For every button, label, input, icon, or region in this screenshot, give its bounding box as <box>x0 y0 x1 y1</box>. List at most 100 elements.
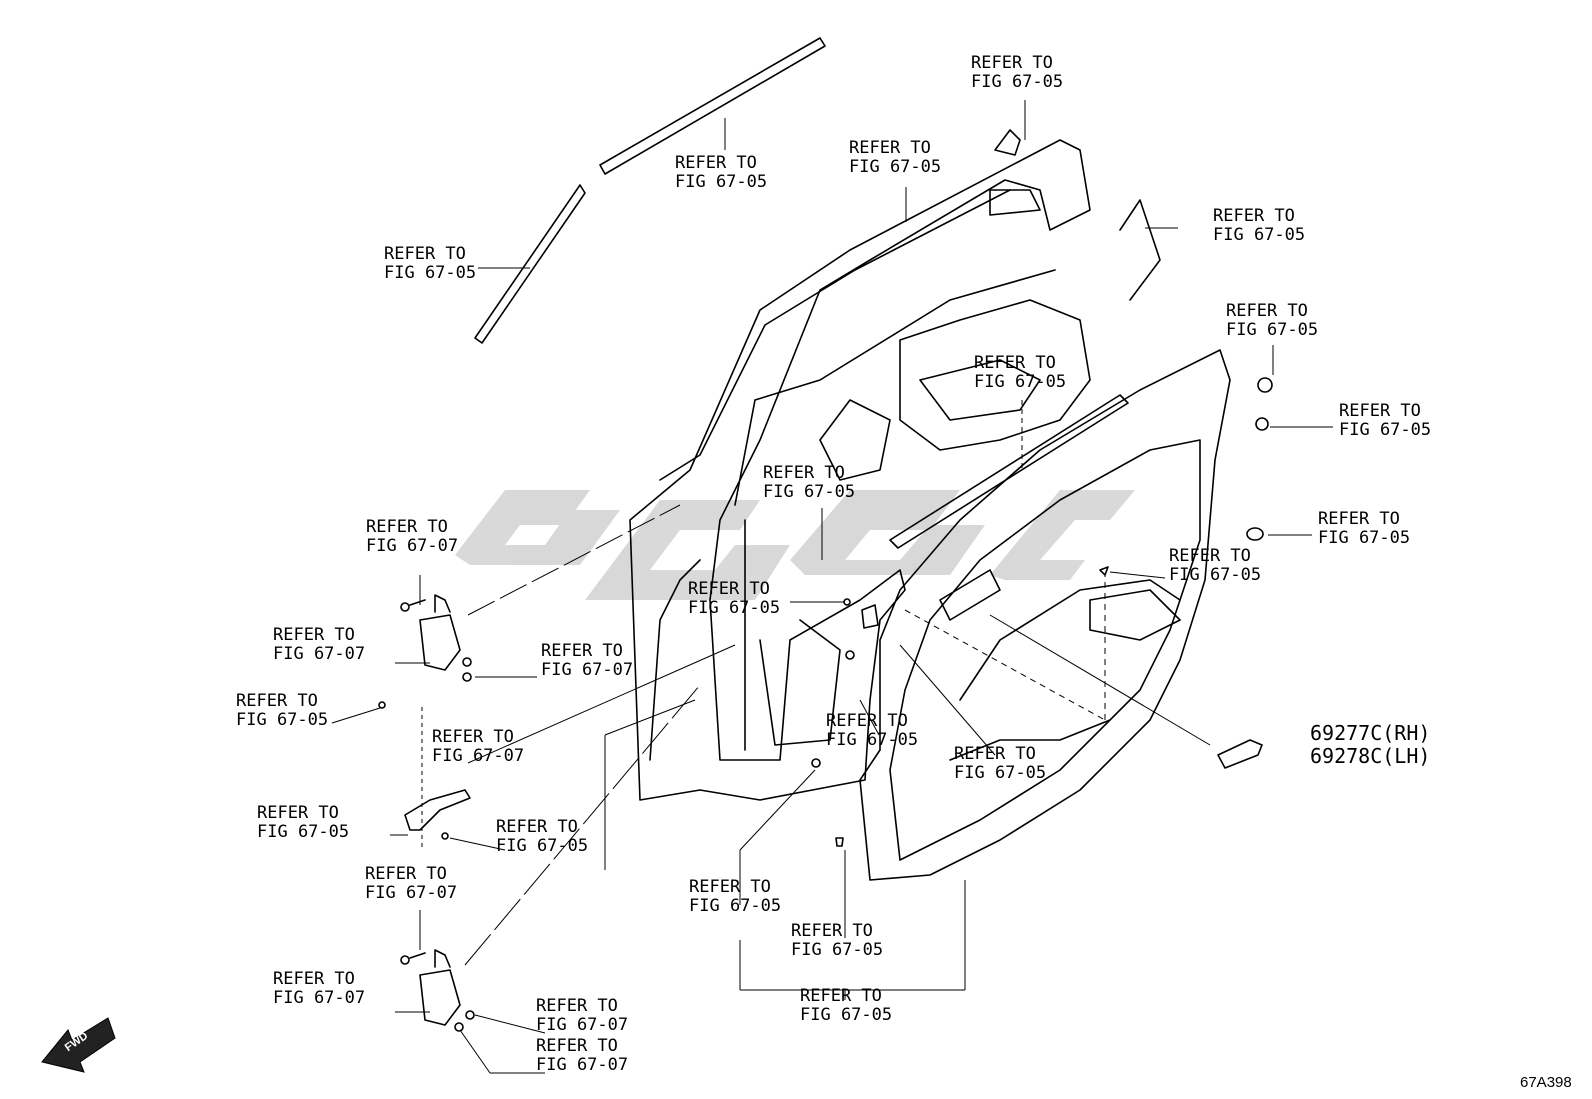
callout-refer-to[interactable]: REFER TO FIG 67-05 <box>384 245 476 283</box>
part-number-lh: 69278C(LH) <box>1310 744 1431 768</box>
callout-fig: FIG 67-05 <box>849 157 942 177</box>
callout-refer-to[interactable]: REFER TO FIG 67-05 <box>1213 207 1305 245</box>
callout-fig: FIG 67-05 <box>791 940 884 960</box>
callout-line1: REFER TO <box>791 921 873 941</box>
callout-fig: FIG 67-07 <box>432 746 525 766</box>
callout-line1: REFER TO <box>1318 509 1400 529</box>
callout-line1: REFER TO <box>432 727 514 747</box>
door-frame <box>629 129 1091 801</box>
leader-lines <box>331 100 1333 1074</box>
callout-fig: FIG 67-07 <box>273 988 366 1008</box>
callout-line1: REFER TO <box>384 244 466 264</box>
fasteners <box>378 377 1273 1032</box>
callout-line1: REFER TO <box>800 986 882 1006</box>
callout-fig: FIG 67-05 <box>971 72 1064 92</box>
door-weatherstrip <box>1119 199 1161 301</box>
callout-refer-to[interactable]: REFER TO FIG 67-05 <box>688 580 780 618</box>
callout-fig: FIG 67-05 <box>689 896 782 916</box>
callout-line1: REFER TO <box>536 996 618 1016</box>
callout-refer-to[interactable]: REFER TO FIG 67-05 <box>1226 302 1318 340</box>
callout-line1: REFER TO <box>974 353 1056 373</box>
callout-refer-to[interactable]: REFER TO FIG 67-05 <box>971 54 1063 92</box>
callout-refer-to[interactable]: REFER TO FIG 67-07 <box>365 865 457 903</box>
upper-hinge <box>400 594 461 671</box>
callout-refer-to[interactable]: REFER TO FIG 67-07 <box>273 970 365 1008</box>
callout-line1: REFER TO <box>273 625 355 645</box>
callout-line1: REFER TO <box>1213 206 1295 226</box>
callout-line1: REFER TO <box>1169 546 1251 566</box>
callout-refer-to[interactable]: REFER TO FIG 67-05 <box>675 154 767 192</box>
part-number-label[interactable]: 69277C(RH) 69278C(LH) <box>1310 722 1430 768</box>
callout-refer-to[interactable]: REFER TO FIG 67-05 <box>826 712 918 750</box>
callout-refer-to[interactable]: REFER TO FIG 67-07 <box>541 642 633 680</box>
callout-fig: FIG 67-05 <box>974 372 1067 392</box>
callout-line1: REFER TO <box>675 153 757 173</box>
callout-refer-to[interactable]: REFER TO FIG 67-07 <box>536 1037 628 1075</box>
callout-refer-to[interactable]: REFER TO FIG 67-05 <box>763 464 855 502</box>
callout-fig: FIG 67-07 <box>536 1015 629 1035</box>
belt-moulding-strip <box>599 37 826 175</box>
callout-refer-to[interactable]: REFER TO FIG 67-05 <box>1169 547 1261 585</box>
callout-refer-to[interactable]: REFER TO FIG 67-07 <box>273 626 365 664</box>
callout-line1: REFER TO <box>763 463 845 483</box>
callout-fig: FIG 67-05 <box>257 822 350 842</box>
callout-refer-to[interactable]: REFER TO FIG 67-05 <box>954 745 1046 783</box>
callout-fig: FIG 67-05 <box>800 1005 893 1025</box>
callout-refer-to[interactable]: REFER TO FIG 67-05 <box>257 804 349 842</box>
callout-refer-to[interactable]: REFER TO FIG 67-05 <box>236 692 328 730</box>
callout-refer-to[interactable]: REFER TO FIG 67-05 <box>496 818 588 856</box>
callout-refer-to[interactable]: REFER TO FIG 67-07 <box>366 518 458 556</box>
callout-line1: REFER TO <box>257 803 339 823</box>
callout-line1: REFER TO <box>826 711 908 731</box>
callout-line1: REFER TO <box>1226 301 1308 321</box>
callout-fig: FIG 67-05 <box>1213 225 1306 245</box>
callout-fig: FIG 67-07 <box>541 660 634 680</box>
callout-line1: REFER TO <box>954 744 1036 764</box>
callout-fig: FIG 67-07 <box>273 644 366 664</box>
callout-fig: FIG 67-05 <box>1339 420 1432 440</box>
figure-code: 67A398 <box>1520 1074 1572 1091</box>
callout-refer-to[interactable]: REFER TO FIG 67-05 <box>689 878 781 916</box>
callout-fig: FIG 67-07 <box>366 536 459 556</box>
callout-refer-to[interactable]: REFER TO FIG 67-05 <box>791 922 883 960</box>
front-channel-strip <box>474 184 586 344</box>
callout-refer-to[interactable]: REFER TO FIG 67-05 <box>974 354 1066 392</box>
watermark-logo <box>455 490 1135 600</box>
callout-fig: FIG 67-05 <box>236 710 329 730</box>
callout-line1: REFER TO <box>971 53 1053 73</box>
callout-refer-to[interactable]: REFER TO FIG 67-07 <box>536 997 628 1035</box>
callout-line1: REFER TO <box>365 864 447 884</box>
part-number-rh: 69277C(RH) <box>1310 721 1431 745</box>
callout-fig: FIG 67-07 <box>536 1055 629 1075</box>
callout-line1: REFER TO <box>496 817 578 837</box>
callout-line1: REFER TO <box>849 138 931 158</box>
callout-line1: REFER TO <box>366 517 448 537</box>
callout-fig: FIG 67-05 <box>1318 528 1411 548</box>
callout-fig: FIG 67-05 <box>384 263 477 283</box>
callout-line1: REFER TO <box>236 691 318 711</box>
callout-fig: FIG 67-07 <box>365 883 458 903</box>
callout-fig: FIG 67-05 <box>763 482 856 502</box>
callout-fig: FIG 67-05 <box>688 598 781 618</box>
callout-line1: REFER TO <box>688 579 770 599</box>
callout-line1: REFER TO <box>273 969 355 989</box>
callout-fig: FIG 67-05 <box>826 730 919 750</box>
callout-fig: FIG 67-05 <box>1226 320 1319 340</box>
callout-line1: REFER TO <box>541 641 623 661</box>
callout-refer-to[interactable]: REFER TO FIG 67-05 <box>800 987 892 1025</box>
fwd-arrow-icon <box>41 1017 116 1073</box>
callout-refer-to[interactable]: REFER TO FIG 67-05 <box>1318 510 1410 548</box>
lower-hinge <box>400 949 461 1026</box>
callout-refer-to[interactable]: REFER TO FIG 67-07 <box>432 728 524 766</box>
door-check <box>404 789 471 831</box>
callout-fig: FIG 67-05 <box>1169 565 1262 585</box>
belt-weatherstrip <box>889 394 1129 549</box>
callout-fig: FIG 67-05 <box>675 172 768 192</box>
door-trim-panel <box>859 349 1231 881</box>
callout-line1: REFER TO <box>1339 401 1421 421</box>
callout-fig: FIG 67-05 <box>954 763 1047 783</box>
callout-refer-to[interactable]: REFER TO FIG 67-05 <box>849 139 941 177</box>
callout-refer-to[interactable]: REFER TO FIG 67-05 <box>1339 402 1431 440</box>
